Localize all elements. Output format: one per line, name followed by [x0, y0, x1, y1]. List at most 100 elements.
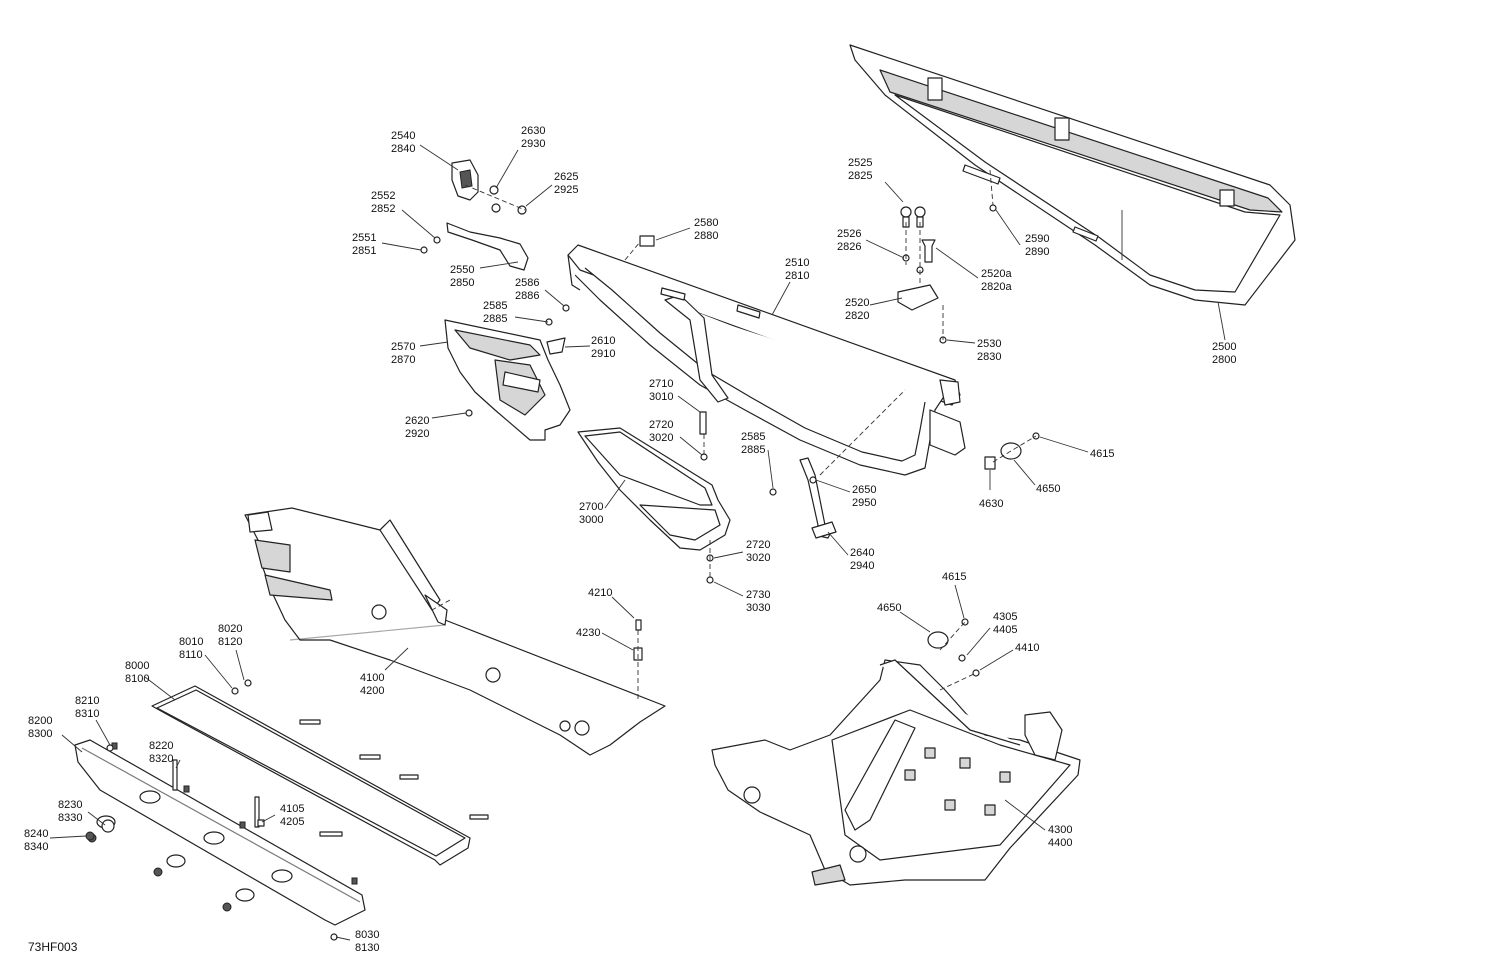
storage-bin-2700: [577, 427, 731, 551]
callout-line: 4615: [1090, 448, 1114, 460]
callout-line: 2920: [405, 428, 429, 440]
callout-line: 4205: [280, 816, 304, 828]
callout-line: 2525: [848, 157, 872, 169]
callout-line: 2640: [850, 547, 874, 559]
callout-line: 4230: [576, 627, 600, 639]
callout-line: 8230: [58, 799, 82, 811]
assembly-lines: [431, 169, 1037, 700]
callout-line: 2586: [515, 277, 539, 289]
door-stopper-2640: [799, 457, 837, 539]
callout-line: 3020: [649, 432, 673, 444]
callout-line: 2850: [450, 277, 474, 289]
callout-line: 2630: [521, 125, 545, 137]
callout-line: 2590: [1025, 233, 1049, 245]
callout-line: 3030: [746, 602, 770, 614]
callout-line: 2530: [977, 338, 1001, 350]
rear-lower-panel-4300: [711, 659, 1081, 886]
callout-line: 2950: [852, 497, 876, 509]
callout-line: 2730: [746, 589, 770, 601]
callout-line: 3000: [579, 514, 603, 526]
callout-line: 8020: [218, 623, 242, 635]
callout-line: 8310: [75, 708, 99, 720]
callout-line: 2720: [649, 419, 673, 431]
callout-line: 2830: [977, 351, 1001, 363]
hardware-parts: [85, 185, 1040, 941]
callout-line: 2570: [391, 341, 415, 353]
callout-line: 2520: [845, 297, 869, 309]
callout-line: 2870: [391, 354, 415, 366]
callout-line: 2825: [848, 170, 872, 182]
callout-line: 4615: [942, 571, 966, 583]
callout-line: 2552: [371, 190, 395, 202]
callout-line: 2720: [746, 539, 770, 551]
callout-line: 2650: [852, 484, 876, 496]
callout-line: 8240: [24, 828, 48, 840]
door-strap-2550: [446, 222, 529, 271]
callout-line: 8030: [355, 929, 379, 941]
callout-4410: 4410: [1015, 642, 1039, 654]
callout-line: 2890: [1025, 246, 1049, 258]
callout-line: 2520a: [981, 268, 1012, 280]
callout-line: 2510: [785, 257, 809, 269]
callout-line: 4405: [993, 624, 1017, 636]
callout-line: 2580: [694, 217, 718, 229]
callout-line: 2940: [850, 560, 874, 572]
callout-4615b: 4615: [942, 571, 966, 583]
callout-line: 2925: [554, 184, 578, 196]
callout-line: 2820a: [981, 281, 1012, 293]
callout-line: 8000: [125, 660, 149, 672]
callout-line: 8340: [24, 841, 48, 853]
diagram-code: 73HF003: [28, 940, 78, 954]
sill-plate-8000: [151, 685, 471, 866]
callout-line: 2551: [352, 232, 376, 244]
leader-lines: [49, 144, 1226, 941]
callout-line: 2585: [741, 431, 765, 443]
callout-line: 4400: [1048, 837, 1072, 849]
callout-line: 8010: [179, 636, 203, 648]
callout-line: 4100: [360, 672, 384, 684]
door-frame-2510: [567, 244, 966, 476]
callout-line: 2826: [837, 241, 861, 253]
callout-line: 8210: [75, 695, 99, 707]
callout-line: 4410: [1015, 642, 1039, 654]
callout-line: 4210: [588, 587, 612, 599]
callout-4210: 4210: [588, 587, 612, 599]
callout-4630: 4630: [979, 498, 1003, 510]
callout-line: 2620: [405, 415, 429, 427]
callout-line: 2810: [785, 270, 809, 282]
callout-line: 2910: [591, 348, 615, 360]
callout-line: 8110: [179, 649, 203, 661]
callout-4615a: 4615: [1090, 448, 1114, 460]
callout-line: 8300: [28, 728, 52, 740]
